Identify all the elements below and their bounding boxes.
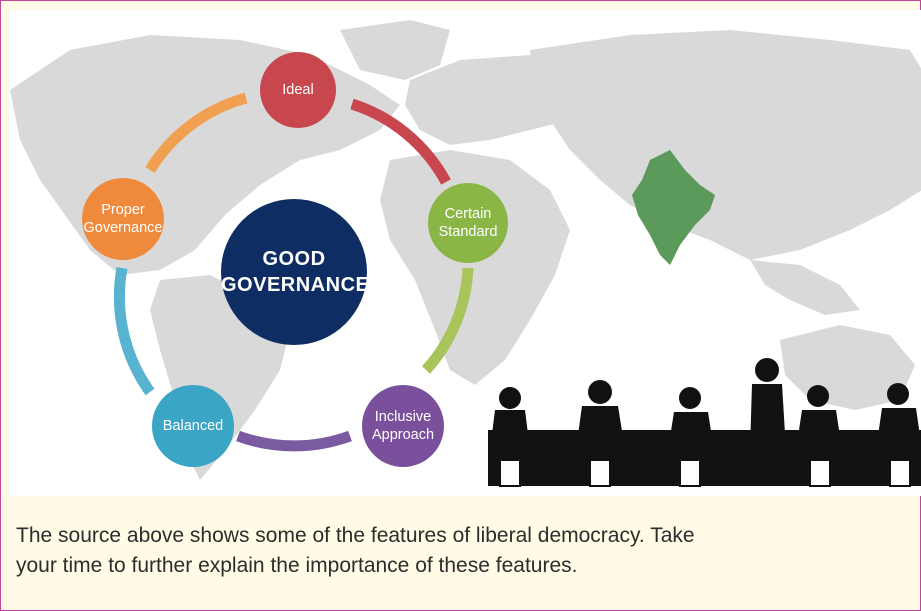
greenland-shape <box>340 20 450 80</box>
person-head-shape <box>679 387 701 409</box>
arc-ideal-to-certain <box>350 98 451 185</box>
chair-shape <box>499 459 521 487</box>
arc-proper-to-ideal <box>145 92 248 173</box>
node-balanced-circle <box>152 385 234 467</box>
arc-inclusive-to-balanced <box>236 430 352 452</box>
person-body-shape <box>490 410 530 450</box>
center-label: GOOD GOVERNANCE <box>221 248 370 296</box>
person-body-shape <box>576 406 625 450</box>
person-body-shape <box>750 384 786 486</box>
center-circle <box>221 199 367 345</box>
node-ideal-circle <box>260 52 336 128</box>
person-head-shape <box>887 383 909 405</box>
node-label-certain-standard: Certain Standard <box>438 206 498 240</box>
person-head-shape <box>755 358 779 382</box>
chair-shape <box>889 459 911 487</box>
governance-ring <box>113 92 474 452</box>
chair-shape <box>589 459 611 487</box>
person-body-shape <box>796 410 842 450</box>
arc-certain-to-inclusive <box>421 267 474 374</box>
person-head-shape <box>499 387 521 409</box>
person-body-shape <box>668 412 714 450</box>
source-caption: The source above shows some of the featu… <box>16 521 916 581</box>
table-body-shape <box>488 446 921 486</box>
chair-shape <box>809 459 831 487</box>
caption-line-1: The source above shows some of the featu… <box>16 524 695 547</box>
person-body-shape <box>876 408 921 450</box>
arc-balanced-to-proper <box>113 267 155 396</box>
person-head-shape <box>588 380 612 404</box>
meeting-silhouettes <box>488 358 921 487</box>
highlighted-country-shape <box>632 150 715 265</box>
southeast-asia-shape <box>750 260 860 315</box>
node-proper-governance-circle <box>82 178 164 260</box>
node-certain-standard-circle <box>428 183 508 263</box>
node-inclusive-approach-circle <box>362 385 444 467</box>
asia-shape <box>530 30 921 260</box>
node-label-balanced: Balanced <box>162 418 224 434</box>
world-map-illustration <box>10 20 921 487</box>
good-governance-figure: Ideal Certain Standard Inclusive Approac… <box>10 10 921 496</box>
node-label-proper-governance: Proper Governance <box>83 202 163 236</box>
caption-line-2: your time to further explain the importa… <box>16 554 578 577</box>
person-head-shape <box>807 385 829 407</box>
node-label-inclusive-approach: Inclusive Approach <box>371 409 435 443</box>
africa-shape <box>380 150 570 385</box>
node-label-ideal: Ideal <box>282 82 314 98</box>
chair-shape <box>679 459 701 487</box>
